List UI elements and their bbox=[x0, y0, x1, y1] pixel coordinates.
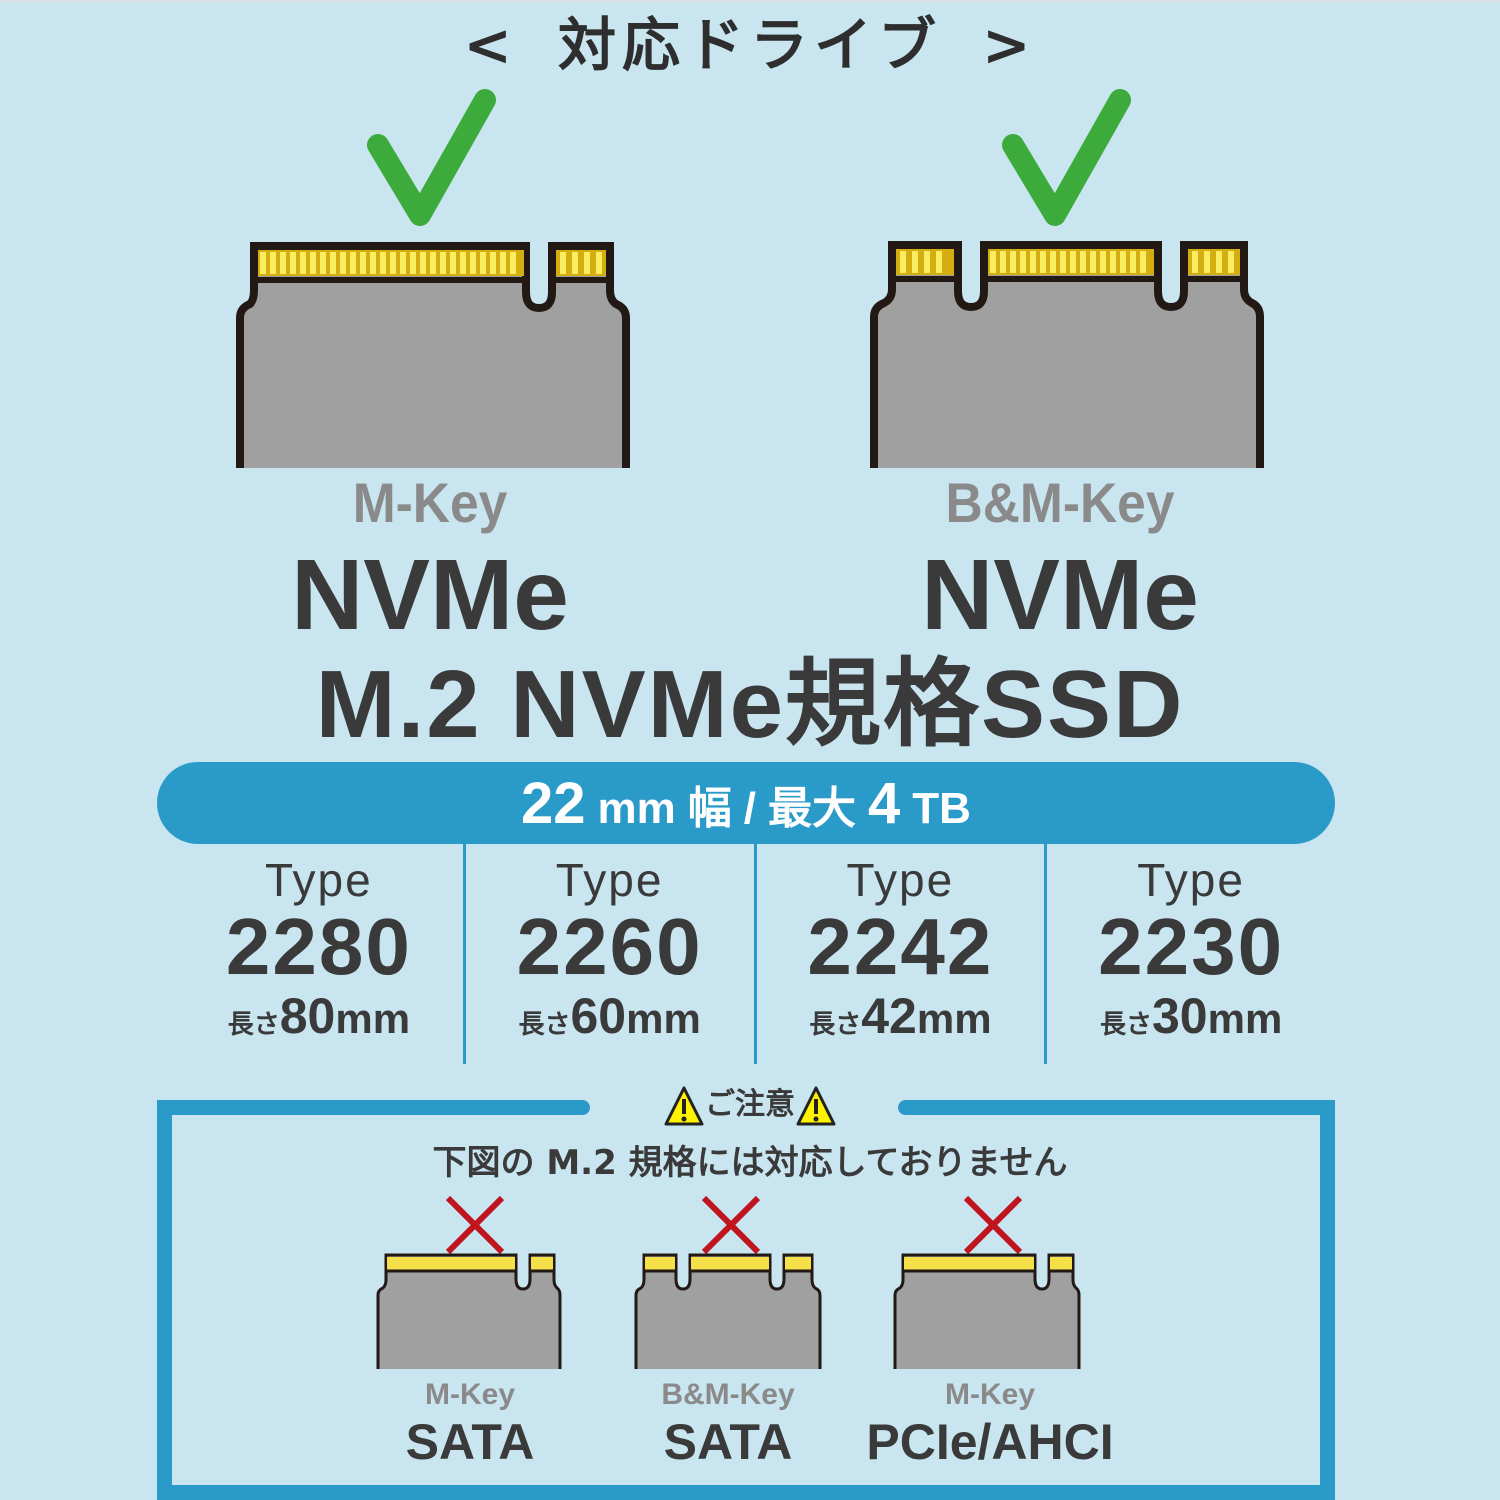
type-word: Type bbox=[555, 854, 664, 906]
cross-icon bbox=[963, 1195, 1023, 1255]
caution-frame bbox=[157, 1100, 1335, 1500]
unsupported-protocol-label: SATA bbox=[405, 1414, 535, 1470]
ssd-m-key-pcie-ahci-drawing bbox=[893, 1253, 1081, 1369]
caution-frame-top-right bbox=[898, 1100, 1335, 1115]
ssd-bm-key-drawing bbox=[870, 241, 1264, 468]
left-bracket: < bbox=[463, 11, 518, 79]
top-edge bbox=[0, 0, 1500, 3]
caution-frame-top-left bbox=[157, 1100, 590, 1115]
type-word: Type bbox=[265, 854, 373, 906]
check-icon bbox=[367, 89, 496, 226]
type-length: 長さ80mm bbox=[227, 988, 411, 1044]
type-length: 長さ42mm bbox=[809, 988, 992, 1044]
warning-icon bbox=[796, 1086, 836, 1125]
type-cell-2280: Type 2280 長さ80mm bbox=[175, 844, 466, 1064]
type-word: Type bbox=[1137, 854, 1245, 906]
warning-icon bbox=[664, 1086, 704, 1125]
width-unit: mm bbox=[597, 784, 676, 833]
supported-key-label: M-Key bbox=[352, 471, 508, 534]
unsupported-key-label: M-Key bbox=[424, 1378, 515, 1411]
ssd-m-key-sata-drawing bbox=[376, 1253, 562, 1369]
ssd-bm-key-sata-drawing bbox=[634, 1253, 822, 1369]
width-value: 22 bbox=[521, 771, 586, 836]
type-code: 2260 bbox=[516, 902, 703, 991]
caution-heading: ご注意 bbox=[600, 1080, 900, 1130]
cross-icon bbox=[445, 1195, 505, 1255]
supported-key-label: B&M-Key bbox=[945, 471, 1175, 534]
separator: / bbox=[743, 784, 757, 833]
type-length: 長さ60mm bbox=[518, 988, 701, 1044]
right-bracket: > bbox=[982, 11, 1037, 79]
supported-protocol-label: NVMe bbox=[921, 539, 1199, 651]
standard-label: M.2 NVMe規格SSD bbox=[315, 651, 1185, 758]
unsupported-key-label: M-Key bbox=[944, 1378, 1035, 1411]
type-code: 2230 bbox=[1098, 902, 1285, 991]
page-title: < 対応ドライブ > bbox=[0, 10, 1500, 80]
type-code: 2280 bbox=[225, 902, 412, 991]
unsupported-protocol-label: SATA bbox=[663, 1414, 793, 1470]
type-length: 長さ30mm bbox=[1099, 988, 1283, 1044]
type-cell-2260: Type 2260 長さ60mm bbox=[466, 844, 757, 1064]
unsupported-protocol-label: PCIe/AHCI bbox=[866, 1414, 1114, 1470]
type-cell-2230: Type 2230 長さ30mm bbox=[1047, 844, 1335, 1064]
caution-title: ご注意 bbox=[705, 1087, 795, 1122]
supported-protocol-label: NVMe bbox=[291, 539, 569, 651]
form-factor-table: Type 2280 長さ80mm Type 2260 長さ60mm Type 2… bbox=[175, 844, 1335, 1064]
unsupported-key-label: B&M-Key bbox=[661, 1378, 795, 1411]
capacity-unit: TB bbox=[912, 784, 971, 833]
type-word: Type bbox=[846, 854, 955, 906]
title-text: 対応ドライブ bbox=[557, 11, 942, 79]
type-code: 2242 bbox=[807, 902, 994, 991]
capacity-label: 最大 bbox=[768, 784, 857, 833]
caution-message: 下図の M.2 規格には対応しておりません bbox=[432, 1143, 1068, 1183]
cross-icon bbox=[701, 1195, 761, 1255]
check-icon bbox=[1002, 89, 1131, 226]
width-label: 幅 bbox=[687, 784, 732, 833]
ssd-m-key-drawing bbox=[236, 242, 630, 468]
capacity-value: 4 bbox=[868, 771, 901, 836]
type-cell-2242: Type 2242 長さ42mm bbox=[757, 844, 1048, 1064]
